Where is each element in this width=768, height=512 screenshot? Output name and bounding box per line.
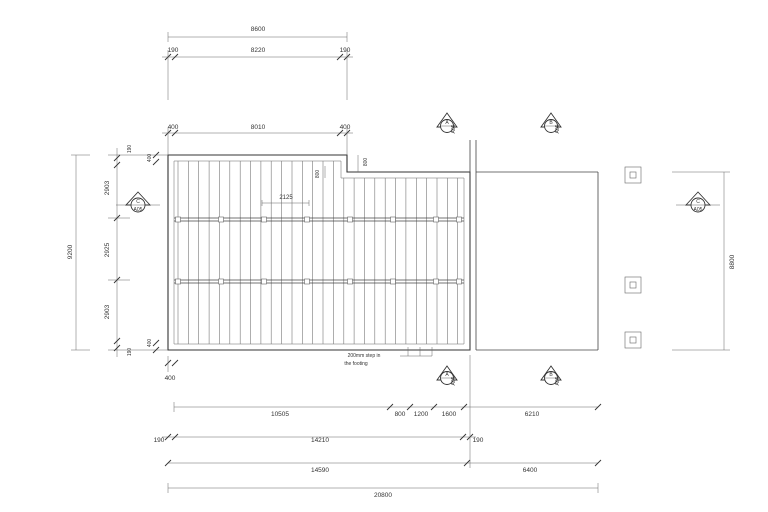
marker-a-bottom-sheet: A05 <box>451 376 457 385</box>
bearer-pier <box>347 216 353 223</box>
marker-c-right-sheet: A05 <box>694 207 703 213</box>
marker-b-top-letter: B <box>549 120 553 126</box>
dim-overall-left: 9200 <box>67 244 74 259</box>
marker-a-top-letter: A <box>445 120 449 126</box>
bearer-pier <box>433 278 439 285</box>
note-line-1: 200mm step in <box>348 353 381 359</box>
dim-left-bot-end: 190 <box>127 348 133 357</box>
bearer-pier <box>175 216 181 223</box>
dim-overall-right: 8800 <box>729 254 736 269</box>
dim-bottom-r1-b: 800 <box>395 411 406 418</box>
dim-bottom-r1-e: 6210 <box>525 411 540 418</box>
marker-b-top-sheet: A05 <box>555 124 561 133</box>
right-dimension-lines <box>672 171 730 351</box>
bearer-pier <box>175 278 181 285</box>
section-markers: A A05 B A05 A A05 B A05 <box>116 112 720 385</box>
left-dimension-lines <box>71 148 168 357</box>
dim-left-top-end: 190 <box>127 145 133 154</box>
section-marker-a-top: A A05 <box>436 112 458 133</box>
bearer-pier <box>433 216 439 223</box>
bearer-pier <box>261 278 267 285</box>
dim-bottom-r2-left: 190 <box>154 437 165 444</box>
bearer-pier <box>261 216 267 223</box>
marker-c-left-sheet: A05 <box>134 207 143 213</box>
marker-c-left-letter: C <box>136 199 140 205</box>
bearers <box>174 217 464 284</box>
dim-row2-left: 400 <box>168 124 179 131</box>
dim-bottom-r2-a: 14210 <box>311 437 329 444</box>
dim-top-right-end: 190 <box>340 47 351 54</box>
deck-outline <box>167 154 471 351</box>
dim-top-left-end: 190 <box>168 47 179 54</box>
bearer-pier <box>218 278 224 285</box>
dim-overall-top: 8600 <box>251 26 266 33</box>
section-marker-c-left: C A05 <box>116 191 160 213</box>
bearer-pier <box>218 216 224 223</box>
bearer-pier <box>456 278 462 285</box>
dim-bottom-r1-c: 1200 <box>414 411 429 418</box>
isolated-piers <box>624 166 642 349</box>
dim-left-span1: 2903 <box>104 180 111 195</box>
dim-left-top-inner: 400 <box>147 154 153 163</box>
marker-a-bottom-letter: A <box>445 372 449 378</box>
dim-bottom-r2-right: 190 <box>473 437 484 444</box>
section-marker-a-bottom: A A05 <box>436 365 458 385</box>
bearer-piers <box>175 216 462 285</box>
dim-row2-mid: 8010 <box>251 124 266 131</box>
marker-b-bottom-sheet: A05 <box>555 376 561 385</box>
dim-bottom-corner: 400 <box>165 375 176 382</box>
annex-outline <box>469 140 599 351</box>
bearer-pier <box>390 216 396 223</box>
section-marker-b-bottom: B A05 <box>540 365 562 385</box>
bearer-pier <box>456 216 462 223</box>
bottom-dimension-lines <box>162 355 602 493</box>
dim-bottom-r4-total: 20800 <box>374 492 392 499</box>
section-marker-c-right: C A05 <box>676 191 720 213</box>
footing-step-note <box>400 347 433 357</box>
dim-left-bot-inner: 400 <box>147 339 153 348</box>
dim-bottom-r1-a: 10505 <box>271 411 289 418</box>
section-marker-b-top: B A05 <box>540 112 562 133</box>
bearer-pier <box>304 278 310 285</box>
dim-step-b: 800 <box>315 170 321 179</box>
dim-step-a: 800 <box>363 158 369 167</box>
top-dimension-lines <box>162 32 359 206</box>
dim-left-span3: 2903 <box>104 304 111 319</box>
dim-left-span2: 2925 <box>104 242 111 257</box>
dim-bottom-r1-d: 1600 <box>442 411 457 418</box>
note-line-2: the footing <box>344 361 368 367</box>
dim-bearer-span: 2125 <box>279 195 293 201</box>
dim-top-mid: 8220 <box>251 47 266 54</box>
bearer-pier <box>347 278 353 285</box>
dim-bottom-r3-b: 6400 <box>523 467 538 474</box>
bearer-pier <box>390 278 396 285</box>
bearer-pier <box>304 216 310 223</box>
dim-bottom-r3-a: 14590 <box>311 467 329 474</box>
marker-c-right-letter: C <box>696 199 700 205</box>
joists <box>177 161 459 344</box>
marker-b-bottom-letter: B <box>549 372 553 378</box>
marker-a-top-sheet: A05 <box>451 124 457 133</box>
dim-row2-right: 400 <box>340 124 351 131</box>
